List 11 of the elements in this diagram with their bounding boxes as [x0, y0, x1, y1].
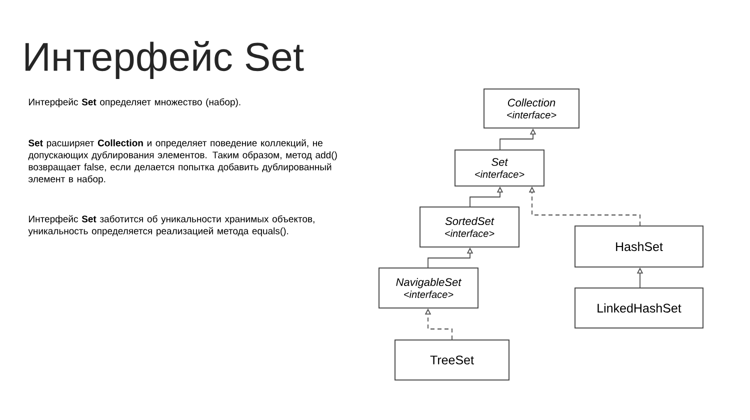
- class-box: TreeSet: [394, 340, 510, 380]
- class-box: Set <interface>: [454, 150, 544, 186]
- paragraph: Set расширяет Collection и определяет поведение коллекций, не допускающих дублирования элементов. Таким образом, метод add() возвращает false, если делается попытка добавить дублированный элемент в набор.: [28, 139, 337, 184]
- class-box: NavigableSet <interface>: [378, 268, 478, 308]
- class-box: SortedSet <interface>: [420, 206, 520, 248]
- title: Интерфейс Set: [26, 41, 304, 79]
- class-box: LinkedHashSet: [574, 288, 704, 328]
- class-box: HashSet: [574, 226, 704, 268]
- paragraph: Интерфейс Set заботится об уникальности хранимых объектов, уникальность определяется реализацией метода equals().: [28, 215, 314, 236]
- paragraph: Интерфейс Set определяет множество (набор).: [29, 98, 240, 108]
- class-box: Collection <interface>: [484, 88, 580, 128]
